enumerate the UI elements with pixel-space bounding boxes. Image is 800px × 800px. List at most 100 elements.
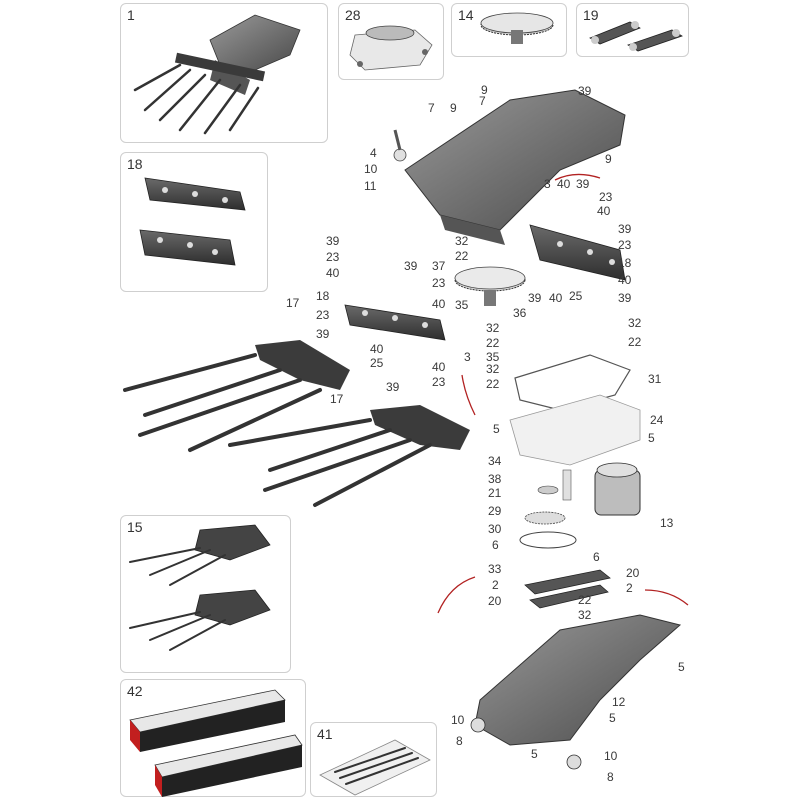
drive-gear	[454, 266, 526, 306]
part-number-label: 22	[628, 335, 642, 349]
part-number-label: 40	[597, 204, 611, 218]
frame-assembly-thumbnail	[133, 14, 301, 135]
part-number-label: 11	[364, 179, 377, 193]
part-number-label: 32	[455, 234, 469, 248]
part-number-label: 35	[455, 298, 469, 312]
tine-arm-lower	[228, 405, 470, 507]
part-number-label: 12	[612, 695, 626, 709]
part-number-label: 5	[648, 431, 655, 445]
part-number-label: 39	[576, 177, 590, 191]
part-number-label: 39	[316, 327, 330, 341]
part-number-label: 22	[455, 249, 469, 263]
part-number-label: 32	[486, 321, 500, 335]
rotation-arrows	[437, 173, 689, 614]
part-number-label: 40	[549, 291, 563, 305]
link-plates-thumbnail	[589, 21, 683, 52]
part-number-label: 25	[569, 289, 583, 303]
panel-number: 42	[127, 683, 143, 699]
tine-arm-upper	[123, 340, 350, 452]
part-number-label: 40	[432, 297, 446, 311]
part-number-label: 2	[626, 581, 633, 595]
panel-number: 18	[127, 156, 143, 172]
tine-holder-left	[344, 304, 446, 341]
part-number-label: 20	[626, 566, 640, 580]
tine-holders-thumbnail	[139, 177, 246, 266]
tine-holder-right	[529, 224, 626, 281]
part-number-label: 23	[432, 375, 446, 389]
part-number-label: 9	[450, 101, 457, 115]
part-number-label: 40	[432, 360, 446, 374]
part-number-label: 13	[660, 516, 674, 530]
part-number-label: 39	[578, 84, 592, 98]
panel-number: 28	[345, 7, 361, 23]
base-housing	[470, 614, 682, 770]
part-number-label: 23	[618, 238, 632, 252]
part-number-label: 33	[488, 562, 502, 576]
part-number-label: 39	[386, 380, 400, 394]
part-number-label: 30	[488, 522, 502, 536]
part-number-label: 23	[599, 190, 613, 204]
part-number-label: 22	[486, 336, 500, 350]
part-number-label: 38	[488, 472, 502, 486]
link-plates	[524, 569, 611, 609]
part-number-label: 3	[544, 177, 551, 191]
part-number-label: 23	[316, 308, 330, 322]
part-number-label: 40	[557, 177, 571, 191]
top-housing	[393, 89, 626, 245]
part-number-label: 22	[578, 593, 592, 607]
part-number-label: 22	[486, 377, 500, 391]
part-number-label: 39	[618, 222, 632, 236]
part-number-label: 6	[593, 550, 600, 564]
part-number-label: 9	[605, 152, 612, 166]
part-number-label: 7	[428, 101, 435, 115]
part-number-label: 21	[488, 486, 502, 500]
part-number-label: 34	[488, 454, 502, 468]
motor	[594, 462, 641, 516]
part-number-label: 25	[370, 356, 384, 370]
part-number-label: 6	[492, 538, 499, 552]
panel-number: 1	[127, 7, 135, 23]
panel-number: 14	[458, 7, 474, 23]
part-number-label: 32	[486, 362, 500, 376]
gearbox-cover-thumbnail	[349, 25, 433, 71]
part-number-label: 10	[451, 713, 465, 727]
part-number-label: 23	[432, 276, 446, 290]
panel-number: 41	[317, 726, 333, 742]
part-number-label: 8	[456, 734, 463, 748]
part-number-label: 17	[286, 296, 300, 310]
part-number-label: 39	[528, 291, 542, 305]
part-number-label: 3	[464, 350, 471, 364]
part-number-label: 39	[326, 234, 340, 248]
panel-number: 19	[583, 7, 599, 23]
part-number-label: 10	[364, 162, 378, 176]
tine-boxes-thumbnail	[129, 689, 303, 797]
part-number-label: 9	[481, 83, 488, 97]
part-number-label: 23	[326, 250, 340, 264]
part-number-label: 20	[488, 594, 502, 608]
part-number-label: 7	[479, 94, 486, 108]
part-number-label: 2	[492, 578, 499, 592]
part-number-label: 31	[648, 372, 662, 386]
part-number-label: 36	[513, 306, 527, 320]
part-number-label: 29	[488, 504, 502, 518]
part-number-label: 39	[618, 291, 632, 305]
gear-thumbnail	[480, 12, 554, 44]
tine-assemblies-thumbnail	[129, 524, 271, 651]
part-number-label: 5	[609, 711, 616, 725]
part-number-label: 18	[316, 289, 330, 303]
part-number-label: 37	[432, 259, 446, 273]
part-number-label: 32	[628, 316, 642, 330]
shaft-stack	[519, 469, 577, 549]
part-number-label: 10	[604, 749, 618, 763]
part-number-label: 18	[618, 256, 632, 270]
part-number-label: 5	[493, 422, 500, 436]
part-number-label: 40	[618, 273, 632, 287]
part-number-label: 40	[370, 342, 384, 356]
panel-tine-holders: 18	[120, 152, 268, 292]
gasket	[514, 354, 631, 411]
part-number-label: 32	[578, 608, 592, 622]
part-number-label: 8	[607, 770, 614, 784]
part-number-label: 5	[531, 747, 538, 761]
